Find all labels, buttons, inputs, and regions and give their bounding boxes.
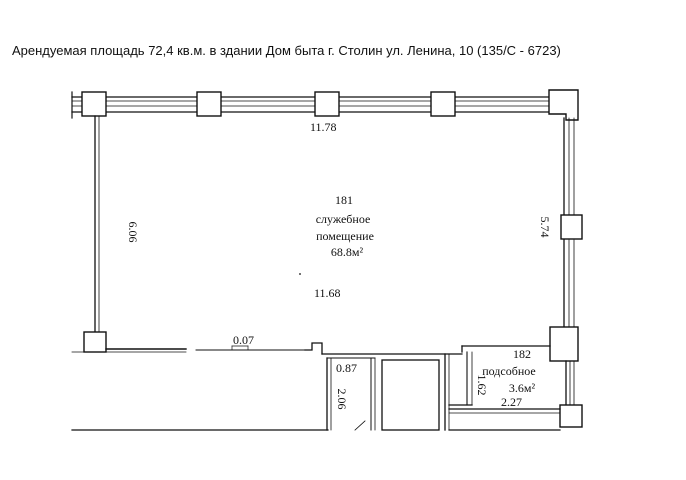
column-right-mid [560,214,583,240]
room-182-name: подсобное [482,364,536,378]
dim-corridor-height: 2.06 [335,389,349,410]
dim-door-gap: 0.07 [233,333,254,347]
plan-caption: Арендуемая площадь 72,4 кв.м. в здании Д… [12,43,561,58]
right-wall-lower [565,360,575,406]
center-marker [299,273,301,275]
room-181-number: 181 [335,193,353,207]
room-181-name-line2: помещение [316,229,374,243]
column-top-4 [430,91,456,117]
room-181-area: 68.8м² [331,245,364,259]
corridor-walls [304,342,463,431]
dim-small-room-height: 1.62 [475,375,489,396]
dim-top-width: 11.78 [310,120,337,134]
dim-small-room-width: 2.27 [501,395,522,409]
room-181-name-line1: служебное [316,212,371,226]
column-bottom-right [559,404,583,428]
column-bottom-left [83,331,107,353]
stair-block [381,359,440,431]
room-182-walls [444,345,561,431]
main-room-bottom-wall [71,345,306,353]
column-corner-top-right [548,89,579,121]
dim-right-height: 5.74 [538,217,552,238]
column-top-2 [196,91,222,117]
room-182-number: 182 [513,347,531,361]
dim-corridor-width: 0.87 [336,361,357,375]
dim-left-height: 6.06 [126,222,140,243]
left-wall [71,91,100,335]
column-top-3 [314,91,340,117]
column-top-1 [81,91,107,117]
column-right-lower [549,326,579,362]
dim-inner-width: 11.68 [314,286,341,300]
room-182-area: 3.6м² [509,381,536,395]
